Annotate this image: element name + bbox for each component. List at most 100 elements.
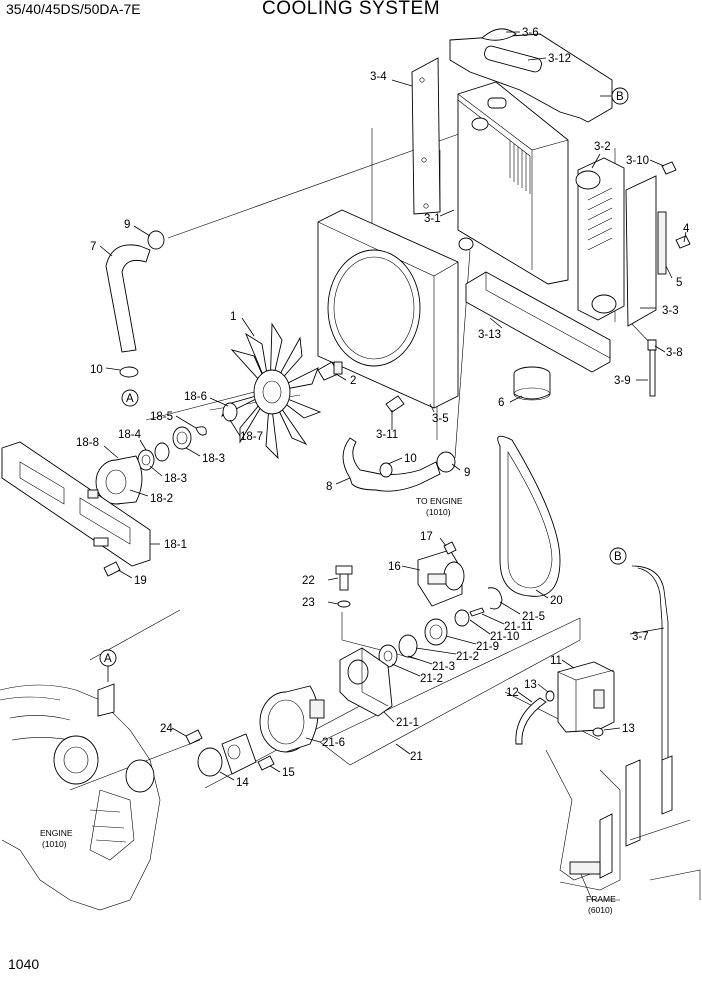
bolt-24 xyxy=(185,729,203,745)
callout-13-a: 13 xyxy=(524,679,537,691)
callout-20: 20 xyxy=(550,595,563,607)
callout-21-5: 21-5 xyxy=(522,611,545,623)
engine-ref: (1010) xyxy=(42,839,67,849)
fan-bolt-2 xyxy=(317,361,343,381)
callout-21-6: 21-6 xyxy=(322,737,345,749)
bolt-22 xyxy=(335,565,353,591)
callout-2: 2 xyxy=(350,375,356,387)
washer-23 xyxy=(337,600,351,608)
radiator-side-bracket-3-4 xyxy=(411,57,441,215)
callout-3-11: 3-11 xyxy=(376,429,398,441)
callout-21-2-b: 21-2 xyxy=(420,673,443,685)
pump-small-parts xyxy=(378,607,485,668)
callout-21-2-a: 21-2 xyxy=(456,651,479,663)
page-number: 1040 xyxy=(8,956,40,972)
frame-label: FRAME xyxy=(586,894,616,904)
callout-7: 7 xyxy=(90,241,96,253)
callout-3-1: 3-1 xyxy=(424,213,441,225)
fan-belt-20 xyxy=(497,435,561,597)
callout-3-8: 3-8 xyxy=(666,347,683,359)
callout-labels: 3-6 3-12 3-4 B 3-2 3-10 3-1 9 4 7 5 3-3 … xyxy=(76,27,690,789)
lower-bracket-3-13 xyxy=(465,271,611,373)
callout-21-10: 21-10 xyxy=(490,631,519,643)
model-code: 35/40/45DS/50DA-7E xyxy=(6,1,141,17)
pump-body-21-6 xyxy=(259,685,325,753)
callout-21-1: 21-1 xyxy=(396,717,419,729)
callout-3-7: 3-7 xyxy=(632,631,649,643)
overflow-hose-12 xyxy=(515,697,547,745)
bolt-3-11 xyxy=(385,395,405,413)
fan-shroud-3-5 xyxy=(317,209,459,409)
callout-11: 11 xyxy=(550,655,562,667)
callout-A-top: A xyxy=(126,393,134,405)
callout-3-9: 3-9 xyxy=(614,375,631,387)
callout-3-3: 3-3 xyxy=(662,305,679,317)
callout-19: 19 xyxy=(134,575,147,587)
callout-B-bottom: B xyxy=(614,551,622,563)
callout-3-2: 3-2 xyxy=(594,141,611,153)
callout-circle-A-bottom xyxy=(99,649,117,667)
callout-23: 23 xyxy=(302,597,315,609)
drain-pipe-3-9 xyxy=(647,339,657,397)
callout-12: 12 xyxy=(506,687,519,699)
callout-18-3-a: 18-3 xyxy=(202,453,225,465)
callout-16: 16 xyxy=(388,561,401,573)
callout-4: 4 xyxy=(683,223,690,235)
reservoir-tank-11 xyxy=(557,661,615,733)
callout-18-7: 18-7 xyxy=(240,431,263,443)
to-engine-label: TO ENGINE xyxy=(416,496,463,506)
callout-1: 1 xyxy=(230,311,236,323)
callout-circle-A-top xyxy=(121,389,139,407)
cooling-fan-1 xyxy=(220,322,322,460)
pump-bracket-21-1 xyxy=(339,647,393,717)
callout-9-mid: 9 xyxy=(464,467,470,479)
callout-21-9: 21-9 xyxy=(476,641,499,653)
oil-cooler-3-2 xyxy=(575,157,625,321)
clamp-13a xyxy=(545,690,555,702)
pump-flange-14 xyxy=(197,733,257,777)
callout-14: 14 xyxy=(236,777,249,789)
clamp-13b xyxy=(592,727,604,737)
callout-3-5: 3-5 xyxy=(432,413,449,425)
engine-label: ENGINE xyxy=(40,828,73,838)
callout-22: 22 xyxy=(302,575,315,587)
callout-3-10: 3-10 xyxy=(626,155,649,167)
reservoir-hose-3-7 xyxy=(631,565,669,760)
bolt-15 xyxy=(257,755,275,771)
callout-A-bottom: A xyxy=(104,653,112,665)
callout-18-2: 18-2 xyxy=(150,493,173,505)
callout-10-mid: 10 xyxy=(404,453,417,465)
callout-3-4: 3-4 xyxy=(370,71,387,83)
lower-hose-8 xyxy=(342,437,456,492)
pump-housing-16 xyxy=(417,549,465,607)
callout-17: 17 xyxy=(420,531,433,543)
callout-18-8: 18-8 xyxy=(76,437,99,449)
callout-3-13: 3-13 xyxy=(478,329,501,341)
side-bracket-3-3 xyxy=(625,161,691,327)
callout-circle-B-top xyxy=(611,87,629,105)
snap-ring-21-5 xyxy=(487,587,503,610)
engine-sketch xyxy=(0,683,161,911)
radiator-cap-6 xyxy=(513,366,551,401)
callout-3-12: 3-12 xyxy=(548,53,571,65)
to-engine-ref: (1010) xyxy=(426,507,451,517)
callout-18-3-b: 18-3 xyxy=(164,473,187,485)
upper-hose-7 xyxy=(105,230,165,378)
callout-18-1: 18-1 xyxy=(164,539,187,551)
callout-10-left: 10 xyxy=(90,364,103,376)
callout-B-top: B xyxy=(616,91,624,103)
callout-9-top: 9 xyxy=(124,219,130,231)
frame-sketch xyxy=(545,749,701,901)
callout-3-6: 3-6 xyxy=(522,27,539,39)
callout-21-3: 21-3 xyxy=(432,661,455,673)
fan-bracket-18-1 xyxy=(1,441,151,567)
bolt-19 xyxy=(103,561,121,577)
radiator-core-3-1 xyxy=(457,81,569,285)
callout-15: 15 xyxy=(282,767,295,779)
callout-21: 21 xyxy=(410,751,423,763)
fan-pulley-18-2 xyxy=(95,455,143,505)
callout-21-11: 21-11 xyxy=(504,621,533,633)
callout-18-5: 18-5 xyxy=(150,411,173,423)
callout-5: 5 xyxy=(676,277,682,289)
